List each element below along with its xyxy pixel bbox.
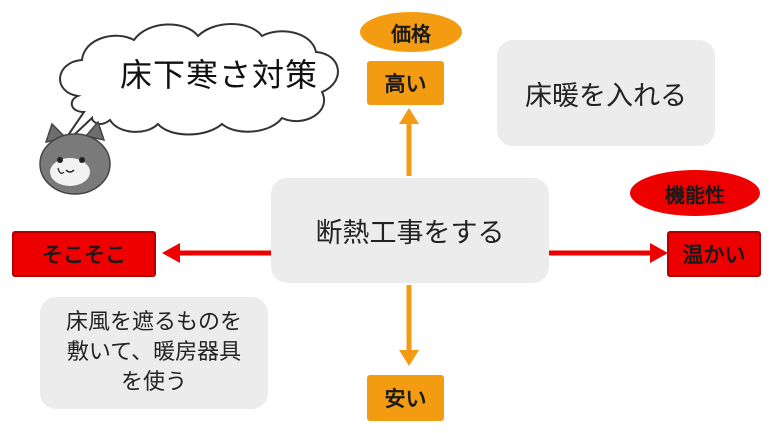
price-label: 価格 — [360, 12, 462, 52]
price-high-box: 高い — [367, 61, 444, 105]
bubble-title: 床下寒さ対策 — [119, 56, 318, 94]
option-floor-heating: 床暖を入れる — [497, 40, 715, 146]
arrow-down — [399, 285, 419, 366]
option-rug-heater: 床風を遮るものを 敷いて、暖房器具 を使う — [40, 297, 268, 409]
function-label: 機能性 — [630, 170, 760, 216]
arrow-up — [399, 108, 419, 176]
option-rug-heater-line3: を使う — [120, 370, 187, 395]
function-high-box: 温かい — [667, 231, 761, 277]
price-low-box: 安い — [367, 375, 444, 421]
cat-face-icon — [39, 120, 111, 195]
arrow-right — [549, 243, 668, 263]
option-rug-heater-line2: 敷いて、暖房器具 — [66, 340, 242, 365]
speech-bubble — [57, 23, 339, 151]
option-insulation: 断熱工事をする — [271, 178, 549, 283]
function-low-box: そこそこ — [12, 231, 156, 277]
arrow-left — [162, 243, 271, 263]
option-rug-heater-line1: 床風を遮るものを — [65, 310, 242, 335]
